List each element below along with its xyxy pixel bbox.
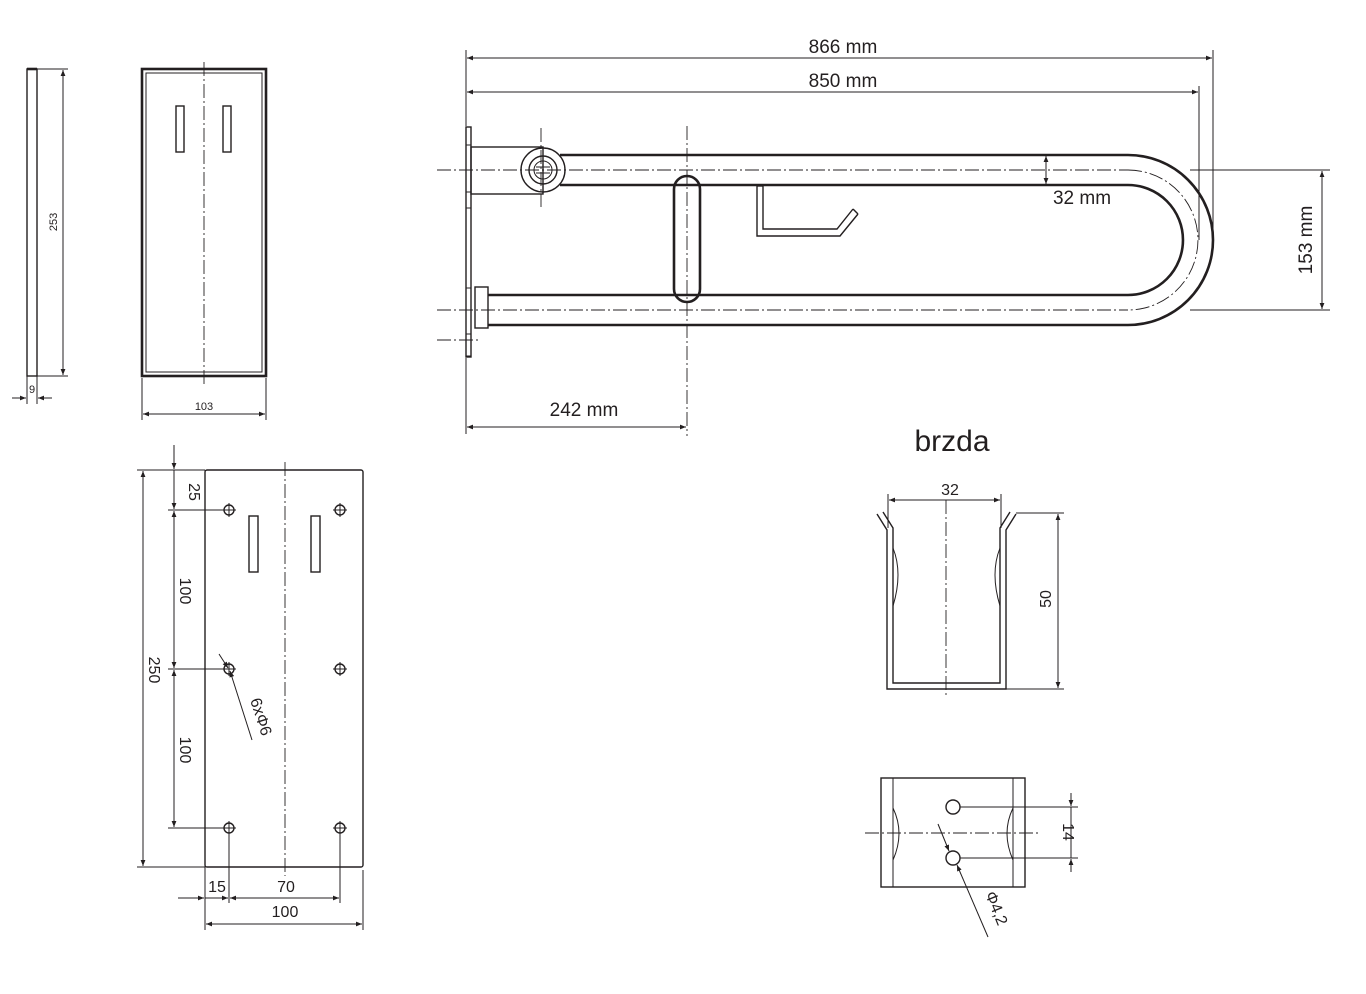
plate-top-offset-label: 25: [185, 483, 202, 501]
rail-bend: [1127, 153, 1215, 327]
brake-front-outline: [880, 777, 1026, 888]
brake-width-label: 32: [941, 482, 959, 499]
brake-title: brzda: [914, 425, 989, 458]
hinge-block: [470, 146, 544, 195]
plate-height-label: 250: [145, 657, 162, 684]
rail-length-label: 850 mm: [809, 71, 878, 92]
plate-width-label: 100: [272, 904, 299, 921]
front-view: 103: [140, 62, 268, 420]
plate-spacing-lower-label: 100: [176, 737, 193, 764]
support-position-label: 242 mm: [550, 400, 619, 421]
brake-hole-diameter-label: Φ4,2: [981, 889, 1010, 928]
front-width-label: 103: [195, 401, 213, 413]
plate-slot-right: [310, 515, 321, 573]
side-thickness-label: 9: [29, 384, 35, 396]
overall-length-label: 866 mm: [809, 37, 878, 58]
side-view-outline: [26, 68, 38, 377]
brake-height-label: 50: [1038, 590, 1055, 608]
side-view: 253 9: [12, 67, 68, 404]
plate-hole: [222, 503, 236, 517]
plate-hole: [333, 662, 347, 676]
brake-view: brzda 32 50 14 Φ4,2: [865, 425, 1078, 938]
plate-hole: [333, 503, 347, 517]
side-height-label: 253: [48, 213, 60, 231]
mounting-plate-view: 25 100 100 250 6xΦ6 15 70 100: [137, 445, 364, 930]
brake-hole: [945, 850, 961, 866]
plate-edge-offset-label: 15: [208, 879, 226, 896]
plate-holes: [222, 503, 347, 835]
plate-hole-callout: 6xΦ6: [246, 696, 274, 738]
front-slot-right: [222, 105, 232, 153]
plate-hole: [333, 821, 347, 835]
brake-hole: [945, 799, 961, 815]
plate-spacing-upper-label: 100: [176, 578, 193, 605]
brake-clip-outline: [876, 513, 1017, 690]
plate-slot-left: [248, 515, 259, 573]
front-slot-left: [175, 105, 185, 153]
grab-rail-view: 866 mm 850 mm 32 mm 153 mm 242 mm: [437, 37, 1330, 436]
lower-mount: [474, 286, 489, 329]
wall-flange: [465, 126, 472, 358]
tube-diameter-label: 32 mm: [1053, 188, 1111, 209]
plate-hole-spacing-label: 70: [277, 879, 295, 896]
brake-hole-spacing-label: 14: [1059, 823, 1076, 841]
plate-hole: [222, 662, 236, 676]
paper-holder: [756, 186, 859, 237]
overall-height-label: 153 mm: [1296, 206, 1317, 275]
plate-hole: [222, 821, 236, 835]
